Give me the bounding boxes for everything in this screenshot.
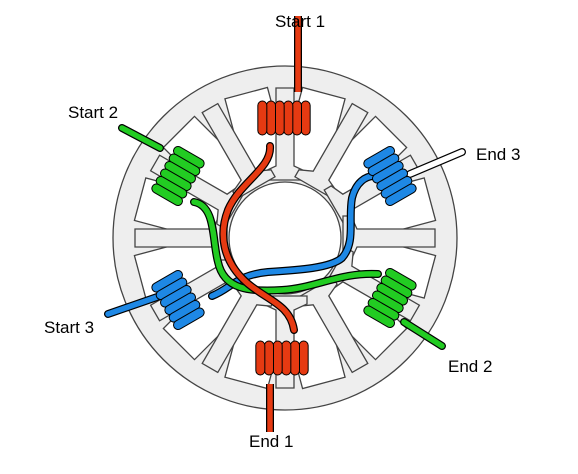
coil-turn: [283, 100, 294, 136]
coil-turn: [274, 100, 285, 136]
phase-2-lead-start: [119, 125, 163, 151]
phase-2-crossing: [191, 199, 381, 294]
coil-phase-1-bottom: [255, 340, 309, 376]
coil-turn: [151, 183, 183, 207]
label-end-1: End 1: [249, 432, 293, 451]
coil-turn: [264, 340, 274, 376]
coil-turn: [255, 340, 266, 376]
coil-turn: [300, 100, 311, 136]
coil-phase-3-upper-right: [363, 145, 417, 207]
coil-turn: [272, 340, 283, 376]
label-start-3: Start 3: [44, 318, 94, 337]
phase-3-lead-start-fill: [105, 293, 163, 317]
coil-turn: [290, 340, 300, 376]
coil-turn: [298, 340, 309, 376]
coil-phase-2-lower-right: [363, 267, 417, 329]
coil-turn: [292, 100, 302, 136]
coil-turn: [281, 340, 292, 376]
coil-turn: [257, 100, 268, 136]
phase-3-end-lead: [406, 148, 466, 178]
label-start-2: Start 2: [68, 103, 118, 122]
coil-phase-3-lower-left: [151, 269, 205, 331]
coil-turn: [173, 307, 205, 331]
label-end-3: End 3: [476, 145, 520, 164]
coil-turn: [266, 100, 276, 136]
label-end-2: End 2: [448, 357, 492, 376]
coil-turn: [385, 183, 417, 207]
phase-2-lead-end: [401, 319, 445, 349]
phase-1-crossing: [220, 143, 297, 333]
coils: [151, 100, 417, 376]
coil-turn: [363, 305, 395, 329]
phase-1-wire: [219, 16, 302, 432]
label-start-1: Start 1: [275, 12, 325, 31]
coil-phase-1-top: [257, 100, 311, 136]
phase-2-wire: [118, 124, 446, 350]
coil-phase-2-upper-left: [151, 145, 205, 207]
